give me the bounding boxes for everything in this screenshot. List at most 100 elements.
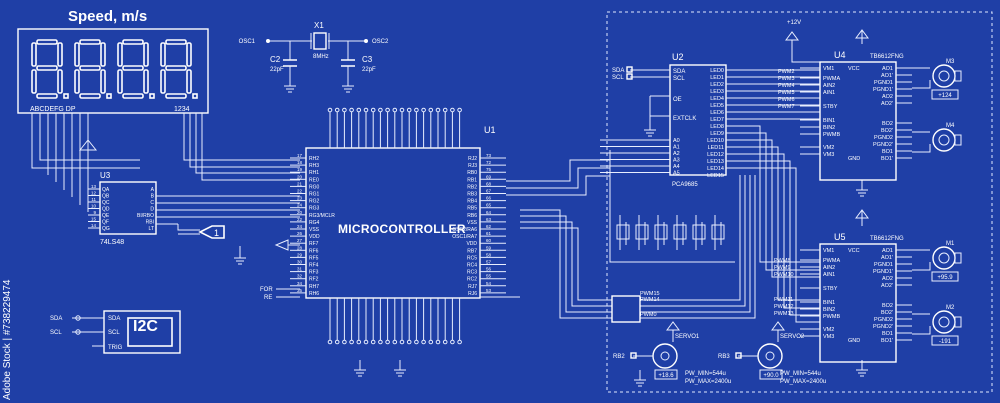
address-switch-body — [616, 224, 630, 240]
display-segment — [117, 42, 123, 67]
svg-text:OE: OE — [673, 97, 682, 103]
display-segment — [165, 39, 187, 45]
pca-led-label: LED6 — [710, 110, 724, 116]
display-segment — [160, 42, 166, 67]
pca-addr-label: A2 — [673, 151, 680, 157]
mcu-pin-label: RJ3 — [468, 163, 477, 169]
i2c-module: SDA SCL SDA SCL TRIG — [50, 310, 181, 354]
address-switch — [657, 215, 665, 250]
mcu-top-pin-end — [370, 107, 376, 113]
mcu-pin-label: RC2 — [467, 277, 477, 283]
address-switch — [638, 215, 646, 250]
servo-pw-max: PW_MAX=2400u — [685, 379, 731, 385]
display-dp — [106, 93, 112, 99]
display-segment — [79, 93, 101, 99]
mcu-pin-num: 32 — [297, 274, 303, 279]
mcu-pin-num: 17 — [297, 153, 303, 158]
driver-pin-label: BO1' — [881, 156, 893, 162]
pca-led-label: LED13 — [707, 159, 724, 165]
servo-readout: +18.6 — [658, 373, 674, 379]
driver-pin-label: AO2 — [882, 276, 893, 282]
motor-end — [954, 70, 962, 82]
mcu-pin-label: RH3 — [309, 163, 319, 169]
decoder-pin-num: 15 — [91, 217, 97, 222]
mcu-pin-label: VDD — [466, 241, 477, 247]
mcu-pin-label: RJ6 — [468, 291, 477, 297]
for-label: FOR — [260, 287, 273, 293]
mcu-pin-label: RG4 — [309, 220, 320, 226]
display-digit — [160, 39, 198, 99]
motor-wire — [912, 131, 931, 153]
svg-text:SDA: SDA — [50, 316, 62, 322]
mcu-top-pin-end — [435, 107, 441, 113]
driver-pin-label: PGND2 — [874, 135, 893, 141]
mcu-pin-num: 30 — [297, 260, 303, 265]
servo-readout: +90.0 — [763, 373, 779, 379]
mcu-pin-label: RF5 — [309, 255, 319, 261]
mcu-pin-num: 20 — [297, 210, 303, 215]
mcu-bottom-pin-end — [450, 339, 455, 345]
servo-pin — [630, 352, 637, 359]
driver-pin-label: PGND2' — [873, 324, 893, 330]
driver-part: TB6612FNG — [870, 236, 904, 242]
pca-led-label: LED8 — [710, 124, 724, 130]
servo-readout-box — [654, 369, 678, 380]
display-dp — [192, 93, 198, 99]
mcu-pin-num: 55 — [486, 274, 492, 279]
mcu-bottom-pin-end — [370, 339, 376, 345]
mcu-pin-num: 34 — [297, 281, 303, 286]
servo-ref: SERVO2 — [780, 334, 805, 340]
pca-led-label: LED2 — [710, 82, 724, 88]
display-segment — [117, 69, 123, 94]
mcu-pin-num: 73 — [486, 153, 492, 158]
pwm-net-label: PWM13 — [774, 311, 794, 317]
svg-text:SCL: SCL — [673, 76, 685, 82]
svg-text:SCL: SCL — [612, 75, 624, 81]
display-wires — [31, 113, 300, 212]
servo-horn — [765, 351, 775, 361]
display-segment — [74, 69, 80, 94]
display-segment — [36, 93, 58, 99]
mcu-bottom-pin-end — [349, 339, 354, 345]
motor-wire — [912, 313, 931, 335]
driver-pin-label: BO1' — [881, 338, 893, 344]
pwm-net-label: PWM8 — [774, 258, 791, 264]
driver-body — [819, 243, 897, 363]
mcu-pin-num: 64 — [486, 210, 492, 215]
mcu-pin-label: RH2 — [309, 156, 319, 162]
driver-pin-label: AO1' — [881, 255, 893, 261]
display-segment — [57, 69, 63, 94]
servo-pin — [735, 352, 742, 359]
display-segment — [79, 65, 101, 71]
address-switch — [695, 215, 703, 250]
mcu-pin-num: 21 — [297, 181, 303, 186]
pwm-net-label: PWM0 — [640, 312, 657, 318]
driver-pin-label: VCC — [848, 66, 860, 72]
mcu-bottom-pin-end — [363, 339, 369, 345]
mcu-pin-label: RF7 — [309, 241, 319, 247]
mcu-pin-num: 56 — [486, 267, 492, 272]
mcu-top-pin-end — [385, 107, 390, 113]
motor-shaft — [938, 252, 950, 264]
decoder-pin-label: QG — [102, 226, 110, 232]
mcu-pin-label: RB6 — [467, 213, 477, 219]
pca-led-label: LED14 — [707, 166, 724, 172]
supply-12v: +12V — [785, 20, 869, 226]
display-dp — [63, 93, 69, 99]
mcu-pin-label: RC5 — [467, 255, 477, 261]
re-label: RE — [264, 295, 272, 301]
mcu-pin-num: 53 — [486, 288, 492, 293]
display-segment — [160, 69, 166, 94]
mcu-pin-label: RF2 — [309, 277, 319, 283]
c2-val: 22pF — [270, 67, 284, 73]
mcu-pin-num: 60 — [486, 238, 492, 243]
mcu-pin-label: VSS — [467, 220, 478, 226]
display-segment — [31, 42, 37, 67]
mcu-pin-num: 20 — [297, 174, 303, 179]
mcu-pin-label: VSS — [309, 227, 320, 233]
svg-text:EXTCLK: EXTCLK — [673, 116, 696, 122]
driver-pin-label: BIN1 — [823, 118, 835, 124]
